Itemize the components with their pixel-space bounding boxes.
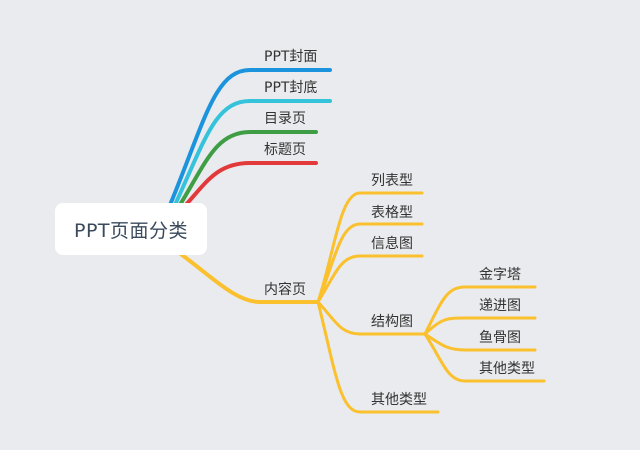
connector-toc xyxy=(176,130,318,210)
node-cover[interactable]: PPT封面 xyxy=(264,49,318,65)
node-other-types[interactable]: 其他类型 xyxy=(371,392,427,408)
connector-table-type xyxy=(316,222,424,304)
node-title-page[interactable]: 标题页 xyxy=(264,142,306,158)
connector-other xyxy=(316,300,440,414)
node-progressive[interactable]: 递进图 xyxy=(479,298,521,314)
connector-structure xyxy=(316,300,427,336)
node-back-cover[interactable]: PPT封底 xyxy=(264,80,318,96)
root-node-label: PPT页面分类 xyxy=(73,219,189,242)
connector-fishbone xyxy=(423,332,537,352)
node-list-type[interactable]: 列表型 xyxy=(371,173,413,189)
node-content[interactable]: 内容页 xyxy=(264,282,306,298)
node-toc[interactable]: 目录页 xyxy=(264,111,306,127)
node-structure[interactable]: 结构图 xyxy=(371,314,413,330)
connector-progressive xyxy=(423,316,537,336)
connector-cover xyxy=(168,68,332,207)
connector-pyramid xyxy=(423,285,537,336)
connector-structure-other xyxy=(423,332,546,383)
node-table-type[interactable]: 表格型 xyxy=(371,205,413,221)
connector-infographic xyxy=(316,254,424,304)
node-fishbone[interactable]: 鱼骨图 xyxy=(479,330,521,346)
node-structure-other[interactable]: 其他类型 xyxy=(479,361,535,377)
connector-title-page xyxy=(180,161,318,211)
connector-content xyxy=(176,250,320,304)
root-node[interactable]: PPT页面分类 xyxy=(55,203,207,255)
connector-back-cover xyxy=(172,99,332,209)
node-infographic[interactable]: 信息图 xyxy=(371,236,413,252)
node-pyramid[interactable]: 金字塔 xyxy=(479,267,521,283)
